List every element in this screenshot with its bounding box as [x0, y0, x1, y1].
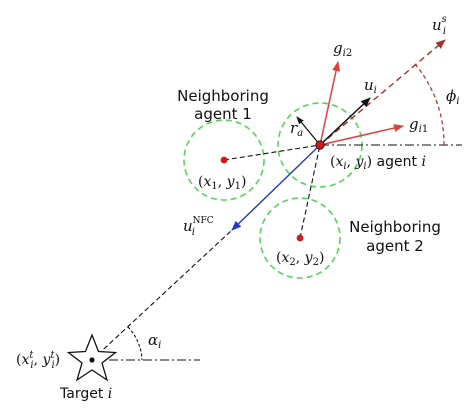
- agent-i-label: (xi, yi) agent i: [330, 154, 426, 172]
- alpha-angle-arc: [127, 326, 143, 361]
- u-s-arrow: [319, 39, 446, 146]
- u-i-label: ui: [364, 76, 377, 96]
- x2y2-label: (x2, y2): [276, 250, 324, 268]
- neighbor1-label-line1: Neighboring: [177, 87, 269, 105]
- x1y1-label: (x1, y1): [198, 174, 246, 192]
- neighbor1-range-circle: [183, 119, 265, 201]
- alpha-label: αi: [148, 331, 161, 351]
- neighbor2-label-line2: agent 2: [366, 237, 424, 255]
- neighbor2-range-circle: [259, 197, 341, 279]
- phi-label: ϕi: [446, 87, 459, 107]
- g-i2-arrow: [319, 61, 341, 146]
- neighbor2-dot: [296, 234, 304, 242]
- target-dot: [89, 357, 95, 363]
- g-i2-label: gi2: [333, 39, 352, 59]
- r-a-arrow: [296, 116, 321, 146]
- phi-angle-arc: [414, 63, 445, 146]
- agent-i-dot: [315, 140, 325, 150]
- neighbor2-link-line: [299, 144, 321, 239]
- neighbor1-dot: [220, 156, 228, 164]
- target-link-line: [91, 229, 233, 361]
- r-a-label: ra: [290, 119, 303, 139]
- neighbor1-link-line: [223, 144, 321, 161]
- u-i-arrow: [319, 97, 371, 146]
- u-nfc-arrow: [231, 144, 321, 231]
- neighbor1-label-line2: agent 1: [194, 105, 252, 123]
- g-i1-arrow: [319, 124, 404, 146]
- g-i1-label: gi1: [409, 115, 428, 135]
- neighbor2-label-line1: Neighboring: [349, 218, 441, 236]
- target-label: Target i: [59, 386, 112, 402]
